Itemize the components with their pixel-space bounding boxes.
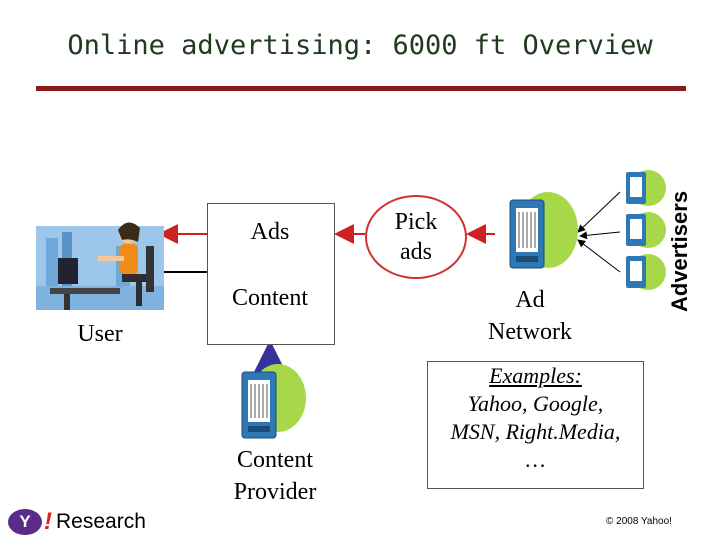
advertiser-arrow-mid: [579, 231, 621, 240]
ad-network-line2: Network: [488, 319, 572, 345]
advertisers-label: Advertisers: [667, 190, 692, 312]
advertiser-servers-icon: [626, 170, 666, 290]
pick-ads-line2: ads: [399, 239, 432, 265]
examples-heading: Examples:: [489, 363, 582, 388]
ads-label: Ads: [250, 219, 290, 245]
user-label: User: [77, 321, 123, 347]
yahoo-research-logo: Y ! Research: [8, 508, 146, 536]
examples-box: Examples: Yahoo, Google, MSN, Right.Medi…: [427, 361, 644, 489]
ad-network-server-icon: [509, 192, 578, 269]
pick-ads-node: Pick ads: [365, 195, 467, 279]
page-title: Online advertising: 6000 ft Overview: [67, 30, 653, 61]
content-label: Content: [232, 285, 308, 311]
ads-content-box: [207, 203, 335, 345]
content-provider-line2: Provider: [233, 479, 317, 505]
logo-bang: !: [44, 508, 52, 535]
examples-line2: MSN, Right.Media,: [450, 419, 621, 444]
pick-ads-line1: Pick: [394, 209, 438, 235]
copyright: © 2008 Yahoo!: [606, 516, 672, 527]
advertiser-server-3: [626, 254, 666, 290]
content-provider-label: Content Provider: [210, 444, 340, 508]
content-provider-line1: Content: [237, 447, 313, 473]
logo-research-text: Research: [56, 510, 146, 533]
user-illustration: [36, 222, 164, 310]
logo-y: Y: [8, 509, 42, 535]
ad-network-label: Ad Network: [470, 284, 590, 348]
advertiser-arrow-bottom: [577, 239, 621, 273]
content-provider-server-icon: [241, 364, 306, 439]
examples-line3: …: [525, 447, 546, 472]
advertiser-server-2: [626, 212, 666, 248]
advertiser-server-1: [626, 170, 666, 206]
title-divider: [36, 86, 686, 91]
examples-line1: Yahoo, Google,: [467, 391, 604, 416]
advertiser-arrow-top: [577, 191, 621, 233]
ad-network-line1: Ad: [515, 287, 545, 313]
